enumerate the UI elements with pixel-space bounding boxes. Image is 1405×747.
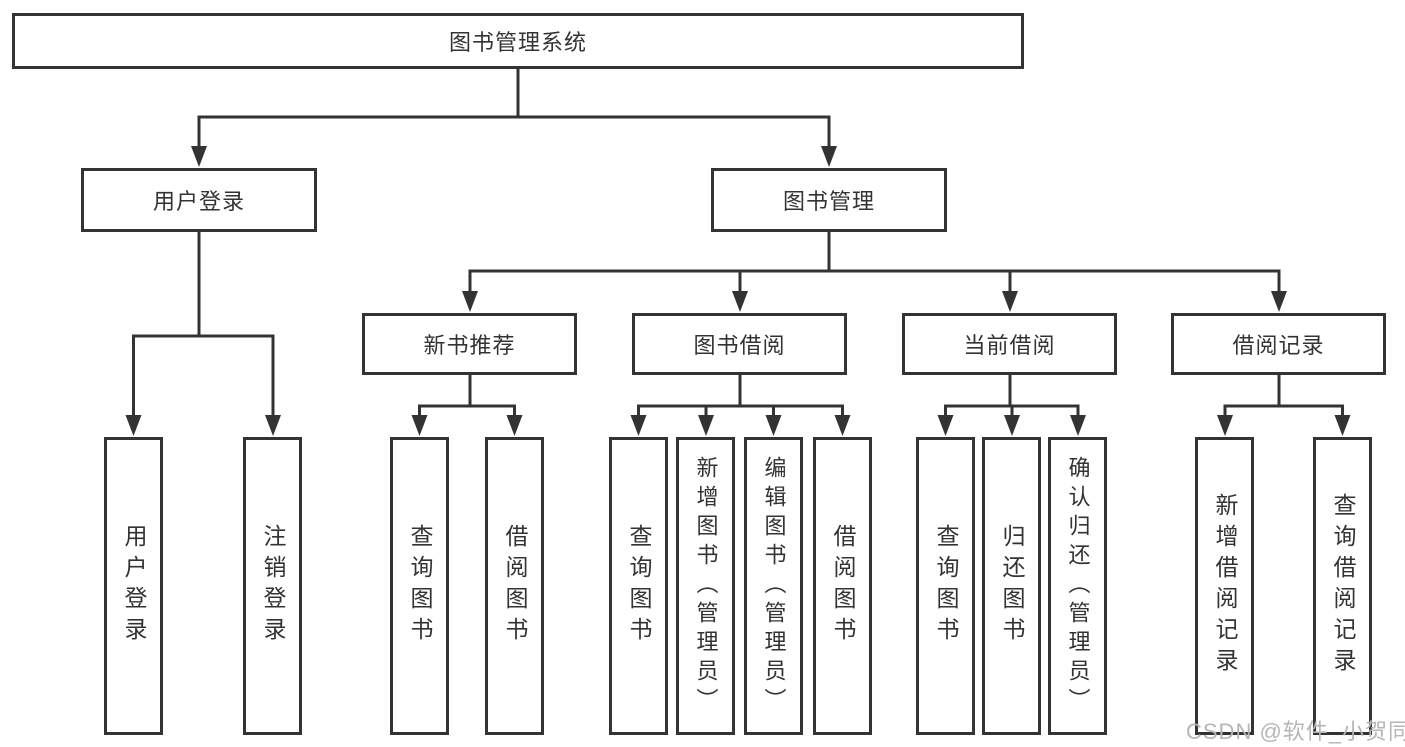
leaf-query-borrow-record: 查询借阅记录 (1313, 437, 1372, 735)
leaf-return-books: 归还图书 (982, 437, 1041, 735)
leaf-label: 借阅图书 (830, 524, 856, 648)
leaf-label: 注销登录 (260, 524, 286, 648)
leaf-label: 借阅图书 (502, 524, 528, 648)
node-new-book-recommendation: 新书推荐 (362, 313, 577, 375)
leaf-query-books: 查询图书 (916, 437, 975, 735)
leaf-label: 新增图书（管理员） (693, 455, 719, 717)
leaf-logout: 注销登录 (243, 437, 302, 735)
leaf-label: 编辑图书（管理员） (761, 455, 787, 717)
leaf-label: 查询借阅记录 (1330, 493, 1356, 679)
leaf-label: 归还图书 (999, 524, 1025, 648)
node-library-management-system: 图书管理系统 (12, 13, 1024, 69)
leaf-label: 新增借阅记录 (1212, 493, 1238, 679)
node-label: 用户登录 (152, 189, 245, 214)
leaf-add-borrow-record: 新增借阅记录 (1195, 437, 1254, 735)
csdn-watermark: CSDN @软件_小贺同学 (1186, 719, 1405, 744)
leaf-query-books: 查询图书 (390, 437, 449, 735)
node-borrowing-records: 借阅记录 (1171, 313, 1386, 375)
node-label: 图书管理 (782, 189, 875, 214)
leaf-label: 查询图书 (626, 524, 652, 648)
node-label: 借阅记录 (1232, 333, 1325, 358)
leaf-edit-books-admin: 编辑图书（管理员） (744, 437, 803, 735)
node-label: 图书管理系统 (448, 30, 587, 55)
leaf-confirm-return-admin: 确认归还（管理员） (1048, 437, 1107, 735)
node-label: 当前借阅 (963, 333, 1056, 358)
leaf-borrow-books: 借阅图书 (485, 437, 544, 735)
node-book-management: 图书管理 (711, 168, 947, 232)
leaf-label: 查询图书 (407, 524, 433, 648)
leaf-add-books-admin: 新增图书（管理员） (676, 437, 735, 735)
leaf-label: 确认归还（管理员） (1065, 455, 1091, 717)
leaf-label: 查询图书 (933, 524, 959, 648)
node-user-login: 用户登录 (81, 168, 317, 232)
node-label: 图书借阅 (693, 333, 786, 358)
node-book-borrowing: 图书借阅 (632, 313, 847, 375)
leaf-borrow-books: 借阅图书 (813, 437, 872, 735)
leaf-label: 用户登录 (121, 524, 147, 648)
node-current-borrowing: 当前借阅 (902, 313, 1117, 375)
leaf-user-login: 用户登录 (104, 437, 163, 735)
node-label: 新书推荐 (423, 333, 516, 358)
leaf-query-books: 查询图书 (609, 437, 668, 735)
